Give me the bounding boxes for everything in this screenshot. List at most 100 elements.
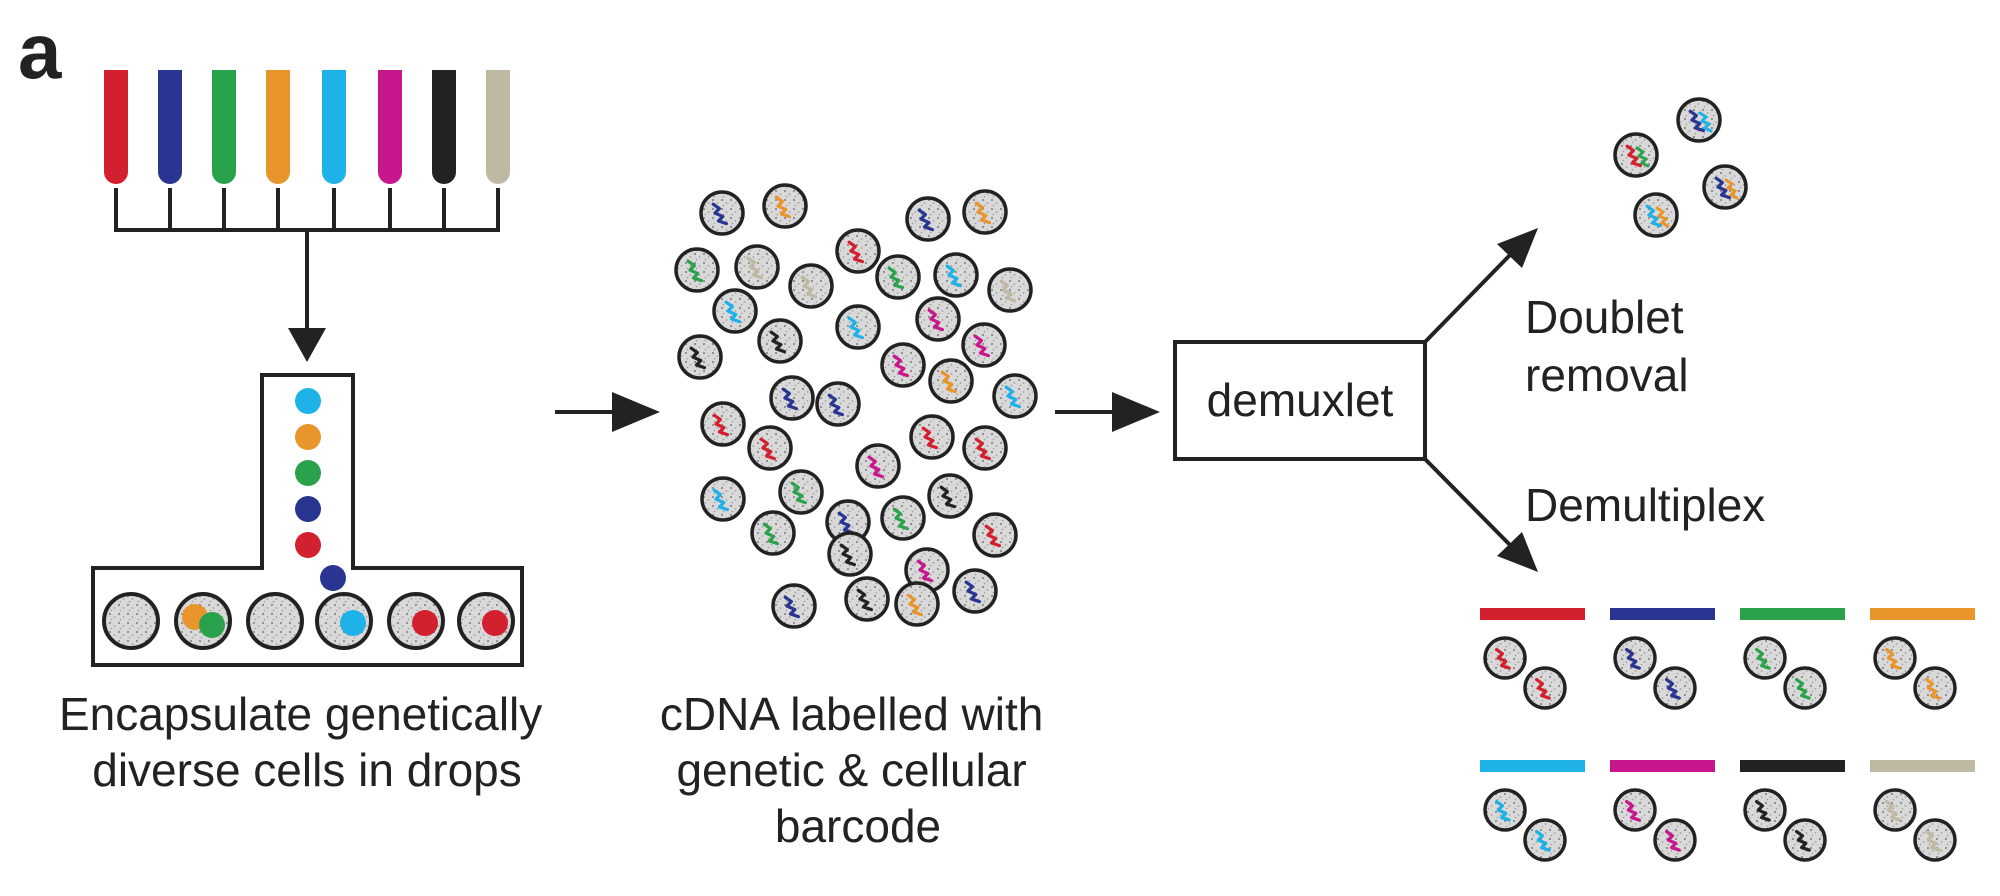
barcoded-cell-tan — [987, 267, 1033, 313]
barcode-mark — [847, 316, 865, 340]
barcode-mark — [689, 346, 707, 370]
tube-magenta — [378, 70, 402, 184]
cell-body — [769, 375, 815, 421]
droplets — [102, 592, 515, 650]
step1-label-line1: Encapsulate genetically — [59, 688, 542, 740]
barcoded-cell-orange — [894, 581, 940, 627]
barcode-mark — [1665, 678, 1681, 700]
barcoded-cell-green — [674, 247, 720, 293]
barcoded-cell-magenta — [915, 296, 961, 342]
cell-body — [928, 358, 974, 404]
barcode-mark — [892, 354, 910, 378]
cell-body — [894, 581, 940, 627]
droplet-cell — [246, 592, 304, 650]
cell-body — [1783, 818, 1827, 862]
barcode-mark — [1714, 176, 1732, 200]
barcode-mark — [712, 413, 730, 437]
barcoded-cell-cyan — [700, 476, 746, 522]
channel-dot-orange — [295, 424, 321, 450]
droplet — [387, 592, 445, 650]
group-orange — [1870, 608, 1975, 710]
cell-body — [700, 401, 746, 447]
barcoded-cell-red — [909, 414, 955, 460]
barcoded-cell-green — [1743, 636, 1787, 680]
barcode-mark — [1795, 830, 1811, 852]
cell-body — [1913, 666, 1957, 710]
barcode-mark — [856, 588, 874, 612]
group-bar-cyan — [1480, 760, 1585, 772]
barcode-mark — [940, 370, 958, 394]
microfluidic-channel — [91, 373, 524, 667]
barcoded-cell-magenta — [1653, 818, 1697, 862]
barcode-mark — [984, 524, 1002, 548]
cell-body — [962, 189, 1008, 235]
cell-body — [1913, 818, 1957, 862]
doublet-cell — [1702, 164, 1748, 210]
barcode-mark — [781, 387, 799, 411]
branch-arrow-demultiplex — [1423, 457, 1538, 572]
demultiplexed-groups — [1480, 608, 1975, 862]
barcode-mark — [1795, 678, 1811, 700]
channel-dot-navy — [295, 496, 321, 522]
barcoded-cell-black — [844, 576, 890, 622]
barcoded-cell-navy — [771, 583, 817, 629]
barcoded-cell-orange — [1913, 666, 1957, 710]
tube-red — [104, 70, 128, 184]
cell-body — [1633, 192, 1679, 238]
cell-body — [961, 322, 1007, 368]
doublet-cells — [1613, 97, 1748, 238]
barcoded-cell-black — [1743, 788, 1787, 832]
cell-body — [905, 196, 951, 242]
group-navy — [1610, 608, 1715, 710]
barcoded-cell-green — [875, 254, 921, 300]
barcoded-cell-navy — [815, 381, 861, 427]
barcoded-cell-red — [1483, 636, 1527, 680]
channel-dot-red — [295, 532, 321, 558]
droplet-dot-red — [482, 610, 508, 636]
cell-body — [778, 469, 824, 515]
tube-orange — [266, 70, 290, 184]
group-tan — [1870, 760, 1975, 862]
barcode-mark — [892, 507, 910, 531]
tube-navy — [158, 70, 182, 184]
barcode-mark — [759, 437, 777, 461]
cell-body — [771, 583, 817, 629]
cell-body — [1523, 818, 1567, 862]
channel-dot-cyan — [295, 388, 321, 414]
cell-body — [880, 495, 926, 541]
barcoded-cell-red — [700, 401, 746, 447]
barcode-mark — [974, 201, 992, 225]
barcode-mark — [746, 256, 764, 280]
group-bar-green — [1740, 608, 1845, 620]
barcoded-cell-green — [778, 469, 824, 515]
cell-body — [1483, 788, 1527, 832]
barcoded-cell-cyan — [1483, 788, 1527, 832]
barcode-mark-cyan — [1698, 111, 1713, 133]
barcode-mark — [945, 264, 963, 288]
step2-label: cDNA labelled with genetic & cellular ba… — [660, 688, 1056, 852]
barcode-mark — [1535, 678, 1551, 700]
barcoded-cell-orange — [762, 183, 808, 229]
group-bar-tan — [1870, 760, 1975, 772]
demuxlet-box — [1173, 340, 1427, 461]
tube-green — [212, 70, 236, 184]
barcode-mark — [1495, 800, 1511, 822]
droplet — [457, 592, 515, 650]
barcoded-cell-orange — [928, 358, 974, 404]
cell-body — [750, 510, 796, 556]
step1-label: Encapsulate genetically diverse cells in… — [59, 688, 555, 796]
group-bar-black — [1740, 760, 1845, 772]
barcoded-cell-cyan — [835, 304, 881, 350]
cell-body — [880, 342, 926, 388]
droplet-dot-cyan — [340, 610, 366, 636]
sample-tubes — [104, 70, 510, 184]
doublet-label-line2: removal — [1525, 349, 1689, 401]
cell-body — [815, 381, 861, 427]
barcoded-cell-green — [880, 495, 926, 541]
doublet-label-line1: Doublet — [1525, 291, 1684, 343]
barcoded-cell-navy — [1613, 636, 1657, 680]
barcode-mark — [686, 259, 704, 283]
barcode-mark — [847, 240, 865, 264]
cell-body — [1743, 636, 1787, 680]
